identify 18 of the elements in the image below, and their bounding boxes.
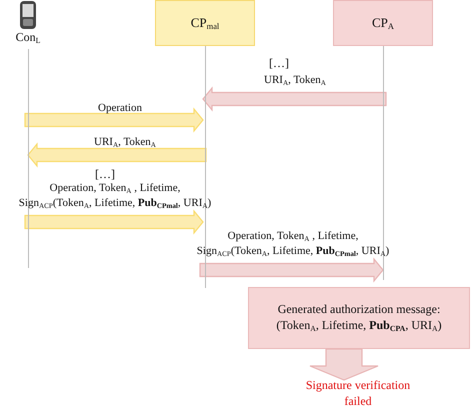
message-label: Operation	[97, 101, 143, 116]
ellipsis-note: […]	[95, 167, 115, 182]
block-arrow	[24, 209, 204, 235]
block-arrow	[199, 257, 384, 283]
message-label: Operation, Token$_{A}$ , Lifetime, Sign$_{ACP}$(Token$_{A}$, Lifetime, Pub$_{CPmal}$, URI$_{A}$)	[18, 181, 212, 212]
participant-box: CP$_{mal}$	[155, 0, 255, 46]
message-label: Operation, Token$_{A}$ , Lifetime, Sign$_{ACP}$(Token$_{A}$, Lifetime, Pub$_{CPmal}$, URI$_{A}$)	[196, 229, 390, 260]
block-arrow	[27, 142, 207, 168]
message-label: URI$_{A}$, Token$_{A}$	[263, 73, 327, 88]
message-label: URI$_{A}$, Token$_{A}$	[93, 135, 157, 150]
participant-label: Con$_{L}$	[16, 30, 40, 45]
block-arrow	[202, 86, 387, 112]
block-arrow	[24, 107, 204, 133]
callout-box: Generated authorization message: (Token$_{A}$, Lifetime, Pub$_{CPA}$, URI$_{A}$)	[248, 287, 470, 349]
participant-box: CP$_{A}$	[333, 0, 433, 46]
result-text: Signature verification failed	[298, 380, 418, 408]
block-arrow	[309, 348, 379, 381]
ellipsis-note: […]	[269, 56, 289, 71]
